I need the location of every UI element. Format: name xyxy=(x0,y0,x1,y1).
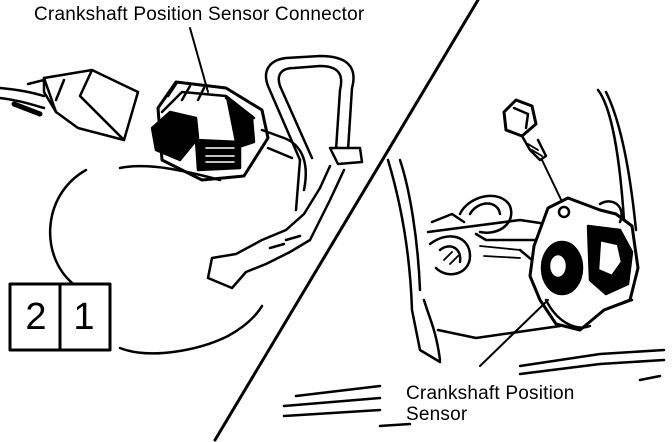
callout-arc xyxy=(50,166,262,353)
sensor-leader xyxy=(480,300,548,366)
terminal-view-box xyxy=(10,284,110,350)
harness-connector xyxy=(0,70,138,140)
engine-block xyxy=(284,90,664,426)
connector-leader xyxy=(190,28,208,92)
crankshaft-sensor xyxy=(530,198,638,330)
terminal-pin-2: 2 xyxy=(25,295,47,338)
sensor-lead xyxy=(208,166,344,288)
sensor-label-line1: Crankshaft Position xyxy=(406,383,575,404)
sensor-connector xyxy=(152,82,306,190)
terminal-pin-1: 1 xyxy=(73,295,95,338)
divider-line xyxy=(215,0,478,440)
mounting-bolt xyxy=(504,100,566,210)
wire-bracket xyxy=(266,56,362,210)
sensor-label-line2: Sensor xyxy=(406,404,468,425)
connector-title-label: Crankshaft Position Sensor Connector xyxy=(34,4,365,25)
